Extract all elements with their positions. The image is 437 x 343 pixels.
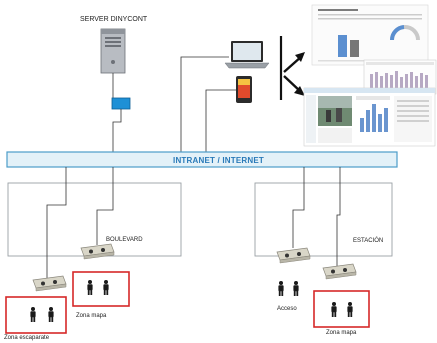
area-label-acceso: Acceso bbox=[277, 306, 297, 312]
network-bar bbox=[6, 151, 398, 168]
switch-link bbox=[112, 109, 122, 152]
server-label: SERVER DINYCONT bbox=[80, 16, 148, 23]
people-counter-camera-icon[interactable] bbox=[322, 263, 357, 280]
area-label-mapa-right: Zona mapa bbox=[326, 330, 357, 336]
zone-label-boulevard: BOULEVARD bbox=[106, 237, 143, 243]
laptop-icon[interactable] bbox=[224, 41, 270, 69]
area-label-escaparate: Zona escaparate bbox=[4, 335, 50, 341]
dashboard-screenshot-icon bbox=[311, 4, 429, 66]
person-icon bbox=[87, 280, 93, 295]
zone-box-left bbox=[7, 182, 182, 257]
network-switch-icon[interactable] bbox=[111, 97, 131, 110]
network-label: INTRANET / INTERNET bbox=[173, 156, 264, 165]
zone-escaparate-box bbox=[5, 296, 67, 334]
arrow-icon bbox=[283, 52, 305, 96]
smartphone-icon[interactable] bbox=[236, 76, 252, 103]
person-icon bbox=[48, 307, 54, 322]
people-counter-camera-icon[interactable] bbox=[32, 275, 67, 292]
people-counter-camera-icon[interactable] bbox=[276, 247, 311, 264]
zone-mapa-left-box bbox=[72, 271, 130, 307]
zone-mapa-right-box bbox=[313, 290, 370, 328]
phone-link bbox=[205, 89, 236, 152]
person-icon bbox=[278, 281, 284, 296]
zone-box-right bbox=[254, 182, 393, 257]
server-tower-icon[interactable] bbox=[100, 28, 126, 74]
person-icon bbox=[347, 302, 353, 317]
zone-label-estacion: ESTACIÓN bbox=[353, 238, 384, 244]
dashboard-screenshot-icon bbox=[303, 87, 436, 147]
person-icon bbox=[331, 302, 337, 317]
person-icon bbox=[30, 307, 36, 322]
person-icon bbox=[293, 281, 299, 296]
people-counter-camera-icon[interactable] bbox=[80, 243, 115, 260]
person-icon bbox=[103, 280, 109, 295]
laptop-link bbox=[180, 56, 229, 152]
area-label-mapa-left: Zona mapa bbox=[76, 313, 107, 319]
